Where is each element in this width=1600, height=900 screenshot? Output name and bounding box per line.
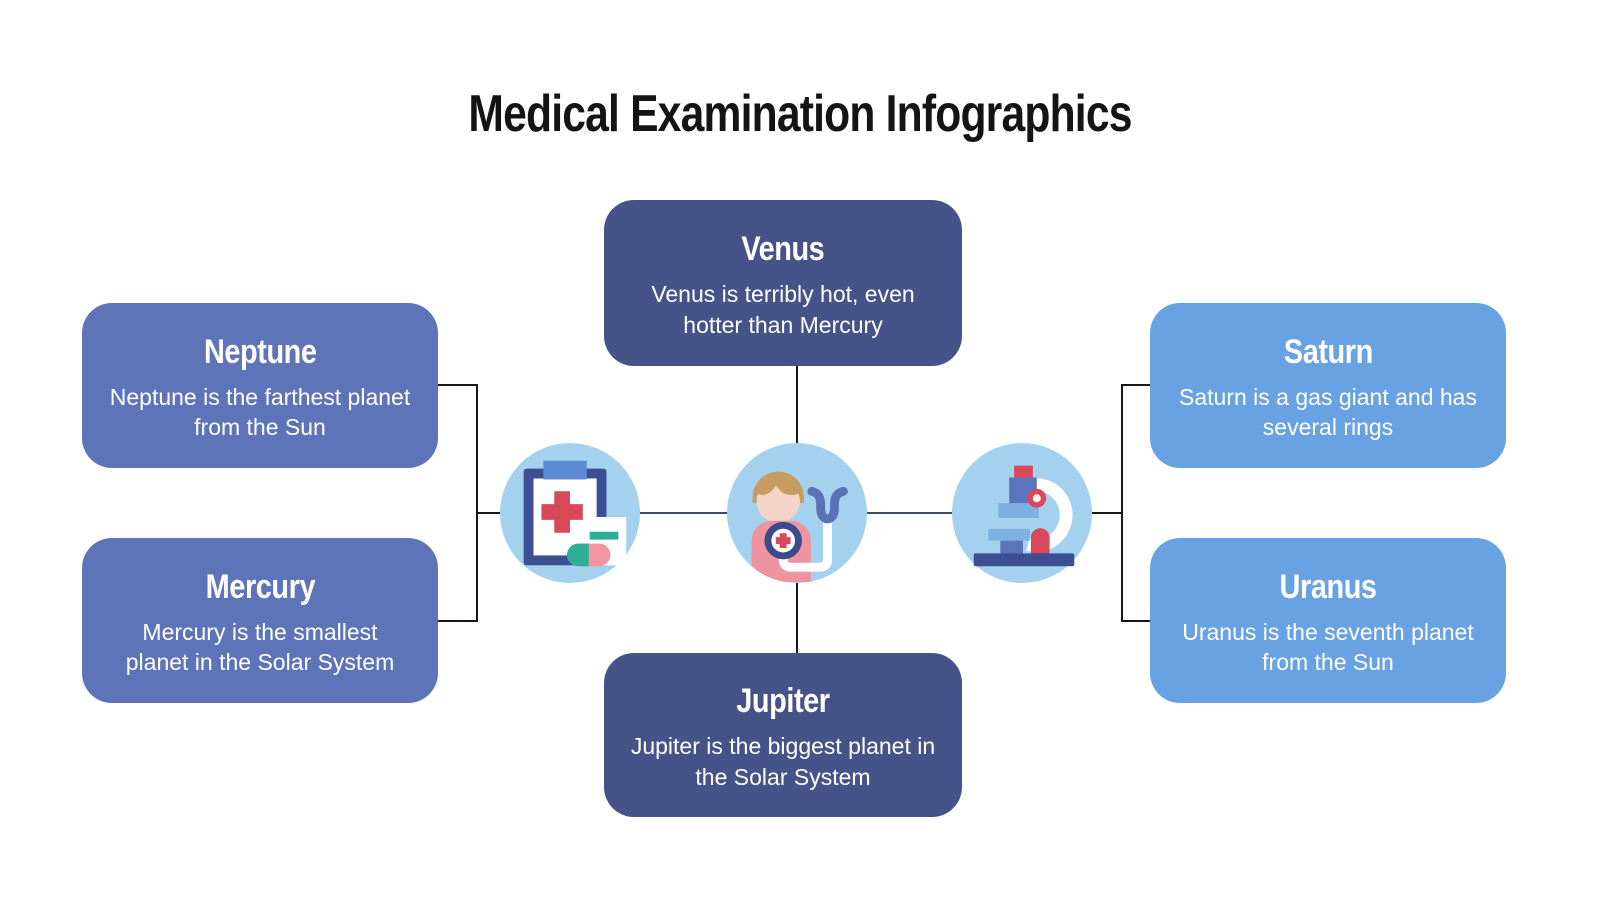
card-venus-description: Venus is terribly hot, even hotter than … xyxy=(651,281,915,338)
bracket-right-top-stub xyxy=(1121,384,1152,386)
card-jupiter-title: Jupiter xyxy=(736,682,830,721)
card-venus-title: Venus xyxy=(741,230,825,269)
card-jupiter: Jupiter Jupiter is the biggest planet in… xyxy=(604,653,962,817)
card-uranus-title: Uranus xyxy=(1279,567,1377,606)
page-title: Medical Examination Infographics xyxy=(468,85,1132,143)
card-mercury-title: Mercury xyxy=(205,567,315,606)
medical-clipboard-icon xyxy=(499,442,641,584)
bracket-right-bottom-stub xyxy=(1121,620,1152,622)
card-uranus: Uranus Uranus is the seventh planet from… xyxy=(1150,538,1506,703)
bracket-right-vertical xyxy=(1121,385,1123,622)
bracket-left-vertical xyxy=(476,385,478,622)
card-uranus-description: Uranus is the seventh planet from the Su… xyxy=(1182,618,1474,675)
bracket-left-bottom-stub xyxy=(438,620,478,622)
card-saturn: Saturn Saturn is a gas giant and has sev… xyxy=(1150,303,1506,468)
card-saturn-description: Saturn is a gas giant and has several ri… xyxy=(1179,383,1477,440)
bracket-left-top-stub xyxy=(438,384,478,386)
card-neptune-description: Neptune is the farthest planet from the … xyxy=(109,383,411,440)
card-mercury-description: Mercury is the smallest planet in the So… xyxy=(125,618,395,675)
card-neptune-title: Neptune xyxy=(203,332,317,371)
microscope-icon xyxy=(951,442,1093,584)
doctor-stethoscope-icon xyxy=(726,442,868,584)
card-venus: Venus Venus is terribly hot, even hotter… xyxy=(604,200,962,366)
card-saturn-title: Saturn xyxy=(1283,332,1373,371)
card-neptune: Neptune Neptune is the farthest planet f… xyxy=(82,303,438,468)
card-mercury: Mercury Mercury is the smallest planet i… xyxy=(82,538,438,703)
card-jupiter-description: Jupiter is the biggest planet in the Sol… xyxy=(630,733,936,790)
